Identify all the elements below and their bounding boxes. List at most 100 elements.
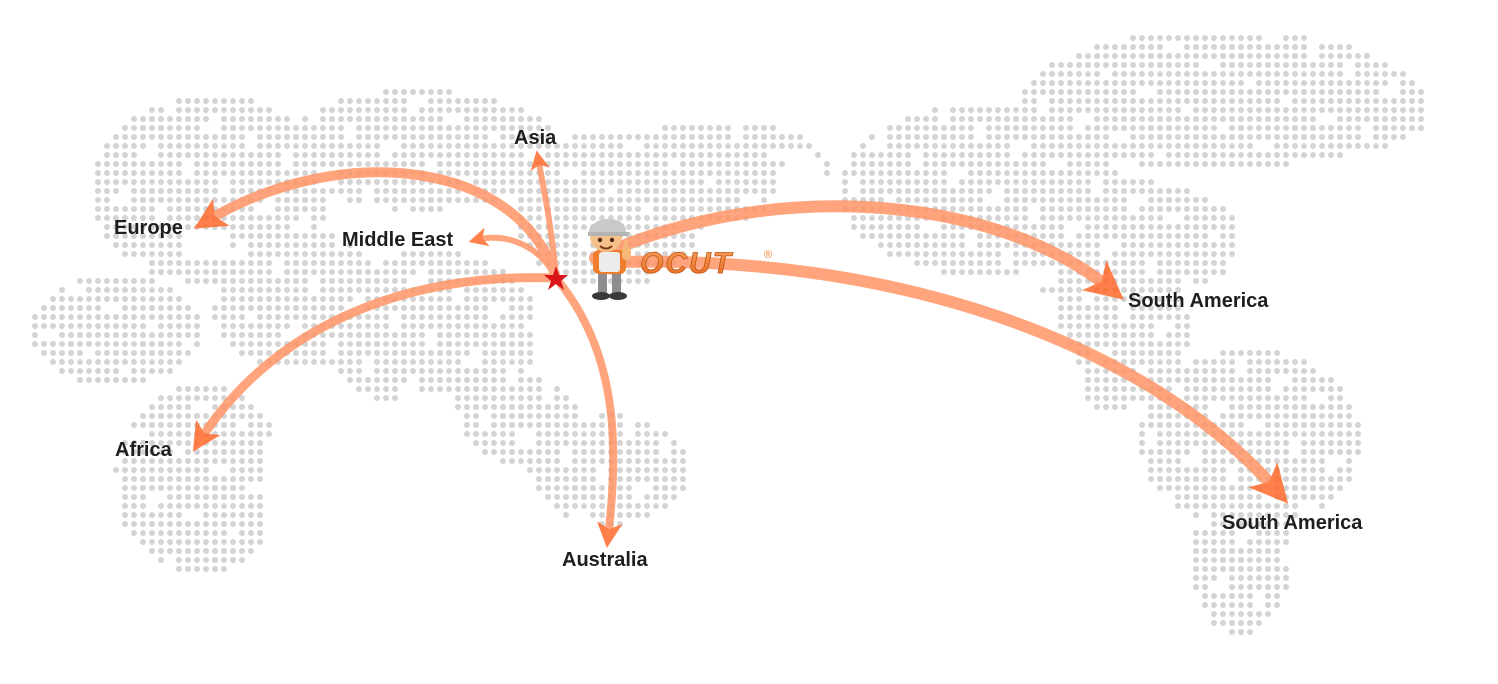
map-dot (1112, 170, 1118, 176)
map-dot (599, 206, 605, 212)
map-dot (518, 395, 524, 401)
map-dot (626, 503, 632, 509)
map-dot (1229, 350, 1235, 356)
map-dot (869, 161, 875, 167)
map-dot (1337, 125, 1343, 131)
map-dot (1283, 359, 1289, 365)
map-dot (1229, 521, 1235, 527)
map-dot (968, 152, 974, 158)
map-dot (1229, 98, 1235, 104)
map-dot (248, 440, 254, 446)
map-dot (1229, 125, 1235, 131)
map-dot (1103, 206, 1109, 212)
map-dot (131, 440, 137, 446)
map-dot (194, 395, 200, 401)
map-dot (77, 377, 83, 383)
map-dot (284, 314, 290, 320)
map-dot (185, 530, 191, 536)
map-dot (140, 341, 146, 347)
map-dot (554, 206, 560, 212)
map-dot (194, 116, 200, 122)
map-dot (581, 215, 587, 221)
map-dot (140, 521, 146, 527)
map-dot (203, 143, 209, 149)
map-dot (1238, 602, 1244, 608)
map-dot (1220, 602, 1226, 608)
map-dot (104, 359, 110, 365)
map-dot (464, 314, 470, 320)
map-dot (545, 449, 551, 455)
map-dot (1031, 80, 1037, 86)
map-dot (1094, 386, 1100, 392)
map-dot (1301, 413, 1307, 419)
map-dot (392, 287, 398, 293)
map-dot (356, 377, 362, 383)
map-dot (167, 476, 173, 482)
map-dot (1229, 143, 1235, 149)
map-dot (275, 125, 281, 131)
map-dot (140, 332, 146, 338)
map-dot (446, 359, 452, 365)
map-dot (1139, 125, 1145, 131)
map-dot (581, 467, 587, 473)
map-dot (1184, 242, 1190, 248)
map-dot (1148, 242, 1154, 248)
map-dot (1373, 143, 1379, 149)
map-dot (491, 422, 497, 428)
map-dot (599, 161, 605, 167)
map-dot (1283, 107, 1289, 113)
map-dot (1265, 62, 1271, 68)
map-dot (644, 467, 650, 473)
map-dot (167, 413, 173, 419)
map-dot (275, 314, 281, 320)
map-dot (239, 521, 245, 527)
map-dot (1265, 449, 1271, 455)
map-dot (617, 188, 623, 194)
map-dot (86, 323, 92, 329)
map-dot (473, 332, 479, 338)
map-dot (1220, 107, 1226, 113)
map-dot (1130, 269, 1136, 275)
map-dot (1265, 71, 1271, 77)
map-dot (1247, 440, 1253, 446)
map-dot (599, 485, 605, 491)
map-dot (1184, 71, 1190, 77)
map-dot (1004, 116, 1010, 122)
map-dot (140, 323, 146, 329)
map-dot (1076, 233, 1082, 239)
map-dot (194, 269, 200, 275)
map-dot (545, 422, 551, 428)
map-dot (968, 188, 974, 194)
map-dot (1148, 134, 1154, 140)
map-dot (1247, 134, 1253, 140)
map-dot (1220, 458, 1226, 464)
map-dot (284, 287, 290, 293)
map-dot (1211, 548, 1217, 554)
map-dot (1247, 476, 1253, 482)
map-dot (149, 233, 155, 239)
map-dot (1229, 377, 1235, 383)
map-dot (122, 179, 128, 185)
map-dot (95, 278, 101, 284)
map-dot (932, 260, 938, 266)
map-dot (950, 233, 956, 239)
map-dot (248, 170, 254, 176)
map-dot (104, 170, 110, 176)
map-dot (896, 161, 902, 167)
map-dot (275, 323, 281, 329)
map-dot (374, 332, 380, 338)
map-dot (752, 161, 758, 167)
map-dot (212, 494, 218, 500)
route-africa (192, 273, 561, 452)
map-dot (428, 188, 434, 194)
map-dot (959, 116, 965, 122)
map-dot (1301, 404, 1307, 410)
map-dot (905, 242, 911, 248)
map-dot (113, 314, 119, 320)
map-dot (905, 143, 911, 149)
map-dot (1148, 233, 1154, 239)
map-dot (284, 305, 290, 311)
map-dot (617, 503, 623, 509)
map-dot (725, 197, 731, 203)
map-dot (1076, 134, 1082, 140)
